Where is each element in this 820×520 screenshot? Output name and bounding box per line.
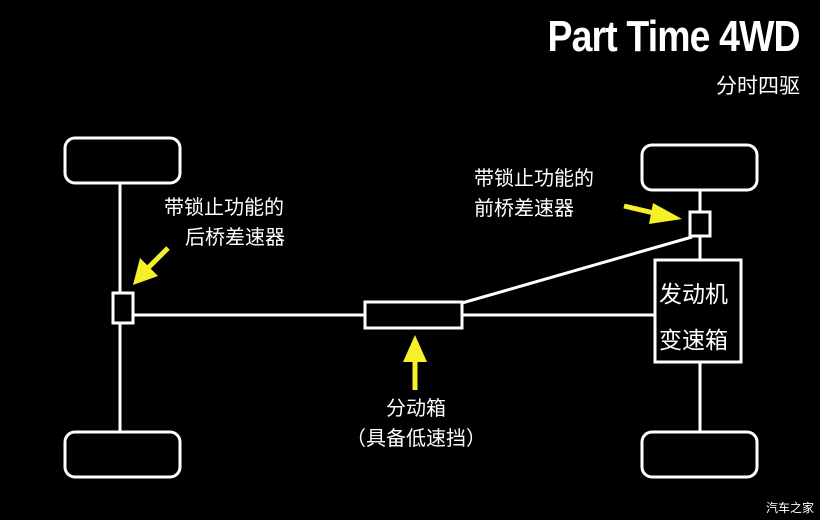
page-title: Part Time 4WD: [547, 12, 801, 61]
transmission-label: 变速箱: [659, 328, 728, 354]
rear-right-wheel: [63, 430, 182, 479]
engine-label: 发动机: [659, 282, 728, 308]
transfer-case-label: 分动箱 （具备低速挡）: [326, 393, 506, 453]
rear-left-wheel: [63, 136, 182, 185]
arrow-rear-diff: [133, 246, 170, 285]
front-diff-label: 带锁止功能的 前桥差速器: [474, 163, 594, 223]
rear-diff-label: 带锁止功能的 后桥差速器: [163, 192, 285, 252]
label-line: 前桥差速器: [474, 196, 574, 220]
transfer-case: [363, 300, 464, 330]
label-line: 后桥差速器: [185, 225, 285, 249]
label-line: （具备低速挡）: [346, 426, 486, 450]
front-left-wheel: [640, 143, 759, 192]
label-line: 带锁止功能的: [164, 195, 284, 219]
front-driveshaft: [461, 235, 693, 305]
label-line: 分动箱: [386, 396, 446, 420]
rear-differential: [111, 291, 135, 325]
page-subtitle: 分时四驱: [716, 74, 800, 98]
engine-transmission: [653, 258, 743, 364]
front-right-wheel: [640, 430, 759, 479]
arrow-transfer-case: [403, 335, 427, 390]
arrow-front-diff: [623, 203, 682, 224]
label-line: 带锁止功能的: [474, 166, 594, 190]
watermark: 汽车之家: [765, 501, 814, 515]
front-differential: [688, 210, 712, 238]
